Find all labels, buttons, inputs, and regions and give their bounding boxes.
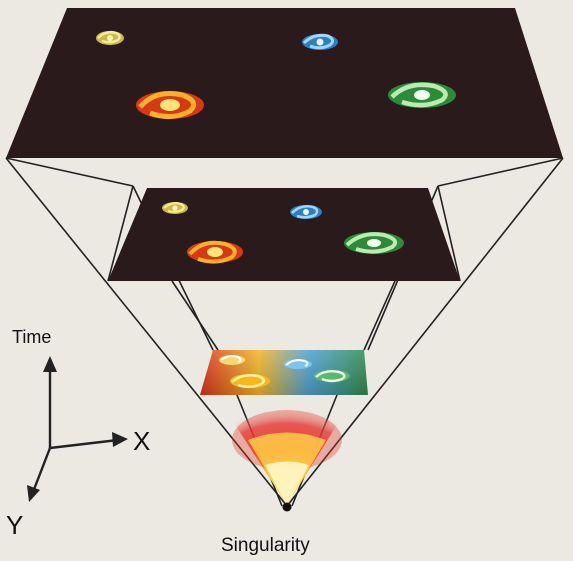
blue-galaxy-icon xyxy=(290,204,322,219)
y-axis-label: Y xyxy=(6,510,24,540)
blue-galaxy-icon xyxy=(302,33,338,50)
yellow-galaxy-icon xyxy=(219,355,245,365)
green-galaxy-icon xyxy=(388,82,456,108)
axes-icon xyxy=(27,356,128,502)
x-axis-label: X xyxy=(133,426,151,456)
singularity-label: Singularity xyxy=(221,535,310,556)
red-galaxy-icon xyxy=(136,91,204,119)
red-galaxy-icon xyxy=(230,373,270,389)
yellow-galaxy-icon xyxy=(96,30,124,45)
yellow-galaxy-icon xyxy=(162,202,188,214)
singularity-point-icon xyxy=(282,502,292,512)
blue-galaxy-icon xyxy=(284,359,312,369)
big-bang-glow xyxy=(232,409,342,505)
green-galaxy-icon xyxy=(314,369,350,383)
red-galaxy-icon xyxy=(187,240,243,264)
time-axis-label: Time xyxy=(12,327,52,347)
present-universe-panel xyxy=(6,8,563,158)
green-galaxy-icon xyxy=(344,232,404,254)
intermediate-universe-panel xyxy=(108,188,460,281)
